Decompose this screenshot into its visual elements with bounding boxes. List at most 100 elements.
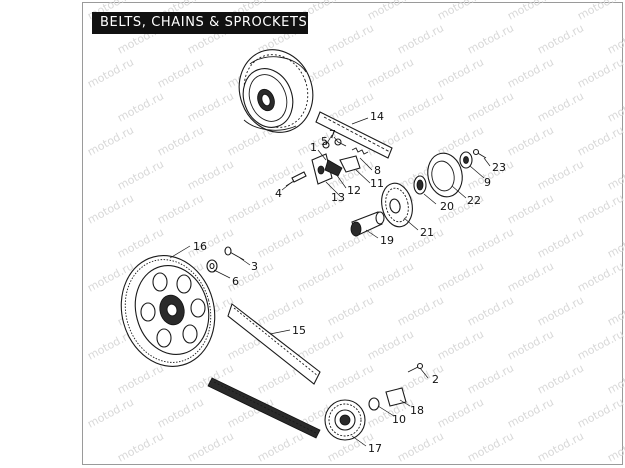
watermark-text: motod.ru (435, 0, 486, 23)
pulley-hardware (206, 246, 245, 273)
watermark-text: motod.ru (505, 55, 556, 90)
watermark-text: motod.ru (255, 225, 306, 260)
primary-chain (315, 111, 393, 159)
watermark-text: motod.ru (85, 395, 136, 430)
watermark-text: motod.ru (575, 395, 625, 430)
rear-pulley (120, 255, 216, 367)
watermark-text: motod.ru (365, 259, 416, 294)
drive-belt (207, 303, 321, 439)
watermark-text: motod.ru (465, 89, 516, 124)
watermark-text: motod.ru (535, 21, 586, 56)
watermark-text: motod.ru (365, 55, 416, 90)
watermark-text: motod.ru (115, 157, 166, 192)
callout-21: 21 (420, 226, 434, 239)
watermark-text: motod.ru (605, 89, 625, 124)
callout-17: 17 (368, 442, 382, 455)
watermark-text: motod.ru (155, 55, 206, 90)
watermark-text: motod.ru (605, 429, 625, 464)
watermark-text: motod.ru (185, 429, 236, 464)
watermark-text: motod.ru (255, 429, 306, 464)
watermark-text: motod.ru (575, 123, 625, 158)
watermark-text: motod.ru (185, 89, 236, 124)
watermark-text: motod.ru (435, 395, 486, 430)
watermark-text: motod.ru (465, 293, 516, 328)
watermark-text: motod.ru (85, 191, 136, 226)
callout-7: 7 (329, 128, 336, 141)
watermark-text: motod.ru (115, 89, 166, 124)
watermark-text: motod.ru (325, 361, 376, 396)
watermark-text: motod.ru (435, 55, 486, 90)
clutch-drum (238, 49, 314, 133)
watermark-text: motod.ru (155, 191, 206, 226)
watermark-text: motod.ru (605, 293, 625, 328)
watermark-text: motod.ru (295, 259, 346, 294)
watermark-text: motod.ru (185, 157, 236, 192)
callout-14: 14 (370, 110, 384, 123)
watermark-text: motod.ru (505, 395, 556, 430)
callout-16: 16 (193, 240, 207, 253)
watermark-text: motod.ru (325, 21, 376, 56)
watermark-text: motod.ru (575, 259, 625, 294)
callout-13: 13 (331, 191, 345, 204)
callout-19: 19 (380, 234, 394, 247)
callout-10: 10 (392, 413, 406, 426)
watermark-text: motod.ru (535, 361, 586, 396)
watermark-text: motod.ru (535, 429, 586, 464)
watermark-text: motod.ru (575, 55, 625, 90)
leader-lines (169, 117, 491, 447)
chain-adjuster-parts (285, 138, 369, 187)
watermark-text: motod.ru (435, 327, 486, 362)
diagram-title: BELTS, CHAINS & SPROCKETS (92, 12, 308, 34)
callout-2: 2 (432, 373, 439, 386)
watermark-text: motod.ru (465, 361, 516, 396)
callout-23: 23 (492, 161, 506, 174)
callout-4: 4 (275, 187, 282, 200)
watermark-text: motod.ru (155, 395, 206, 430)
watermark-text: motod.ru (85, 123, 136, 158)
callout-3: 3 (251, 260, 258, 273)
callout-11: 11 (370, 177, 384, 190)
watermark-text: motod.ru (365, 0, 416, 23)
watermark-text: motod.ru (465, 225, 516, 260)
watermark-text: motod.ru (575, 0, 625, 23)
watermark-text: motod.ru (395, 89, 446, 124)
callout-6: 6 (232, 275, 239, 288)
watermark-text: motod.ru (85, 55, 136, 90)
watermark-text: motod.ru (465, 21, 516, 56)
callout-labels: 1 2 3 4 5 6 7 8 9 10 11 12 13 14 15 16 1… (193, 110, 506, 455)
watermark-text: motod.ru (535, 293, 586, 328)
watermark-text: motod.ru (505, 0, 556, 23)
callout-20: 20 (440, 200, 454, 213)
watermark-text: motod.ru (605, 225, 625, 260)
watermark-text: motod.ru (505, 327, 556, 362)
watermark-text: motod.ru (535, 157, 586, 192)
watermark-text: motod.ru (605, 21, 625, 56)
watermark-text: motod.ru (395, 293, 446, 328)
watermark-text: motod.ru (365, 327, 416, 362)
callout-22: 22 (467, 194, 481, 207)
watermark-text: motod.ru (505, 259, 556, 294)
watermark-text: motod.ru (435, 259, 486, 294)
callout-1: 1 (310, 141, 317, 154)
diagram-border (82, 2, 623, 465)
callout-5: 5 (321, 135, 328, 148)
watermark-text: motod.ru (115, 361, 166, 396)
watermark-text: motod.ru (535, 225, 586, 260)
transmission-sprocket (324, 362, 424, 441)
watermark-text: motod.ru (155, 123, 206, 158)
callout-8: 8 (374, 164, 381, 177)
watermark-text: motod.ru (115, 429, 166, 464)
watermark-text: motod.ru (395, 21, 446, 56)
engine-sprocket-assembly (350, 148, 487, 237)
watermark-text: motod.ru (325, 293, 376, 328)
callout-9: 9 (484, 176, 491, 189)
watermark-text: motod.ru (505, 191, 556, 226)
callout-18: 18 (410, 404, 424, 417)
callout-15: 15 (292, 324, 306, 337)
watermark-text: motod.ru (605, 361, 625, 396)
watermark-text: motod.ru (605, 157, 625, 192)
watermark-text: motod.ru (575, 191, 625, 226)
watermark-text: motod.ru (575, 327, 625, 362)
